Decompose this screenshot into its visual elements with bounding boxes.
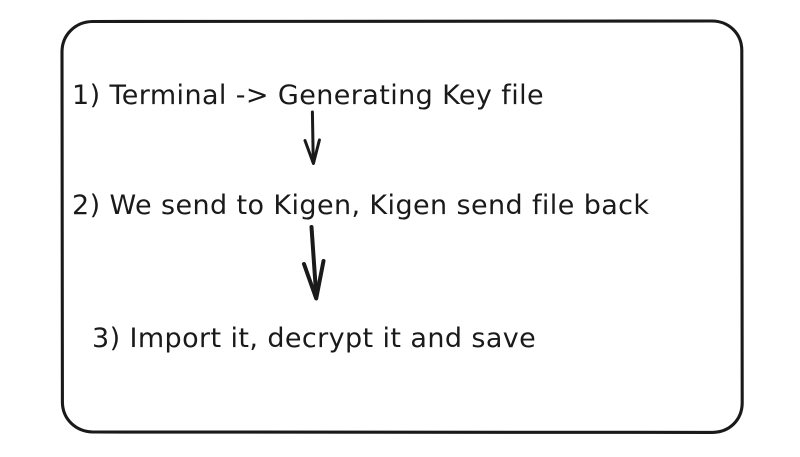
step-2-text: 2) We send to Kigen, Kigen send file bac… xyxy=(72,190,650,221)
step-1-text: 1) Terminal -> Generating Key file xyxy=(72,80,545,111)
down-arrow-icon xyxy=(302,225,326,301)
down-arrow-icon xyxy=(303,110,321,165)
step-3-text: 3) Import it, decrypt it and save xyxy=(92,323,537,354)
